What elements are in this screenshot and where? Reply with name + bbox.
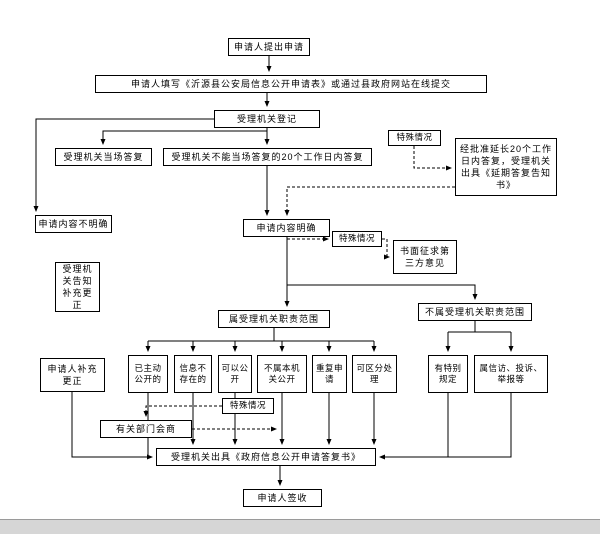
node-not-this-organ: 不属本机关公开	[257, 355, 307, 393]
node-applicant-submit: 申请人提出申请	[228, 38, 310, 56]
node-special-case-bottom: 特殊情况	[222, 398, 274, 414]
node-notify-supplement-correction: 受理机关告知补充更正	[55, 262, 100, 312]
node-fill-application-form: 申请人填写《沂源县公安局信息公开申请表》或通过县政府网站在线提交	[95, 75, 487, 93]
node-petition-complaint: 属信访、投诉、举报等	[474, 355, 548, 393]
node-can-disclose: 可以公开	[218, 355, 252, 393]
node-onspot-reply: 受理机关当场答复	[55, 148, 152, 166]
node-info-not-exist: 信息不存在的	[174, 355, 212, 393]
node-content-unclear: 申请内容不明确	[35, 215, 112, 233]
node-outside-scope: 不属受理机关职责范围	[418, 303, 532, 321]
node-applicant-sign: 申请人签收	[243, 489, 322, 507]
node-authority-register: 受理机关登记	[214, 110, 320, 128]
node-repeat-application: 重复申请	[312, 355, 347, 393]
node-separable-handling: 可区分处理	[352, 355, 397, 393]
node-special-case-mid: 特殊情况	[332, 231, 382, 247]
node-already-public: 已主动公开的	[128, 355, 168, 393]
node-content-clear: 申请内容明确	[243, 219, 330, 237]
node-applicant-supplement-correction: 申请人补充更正	[40, 358, 105, 392]
node-reply-within-20-days: 受理机关不能当场答复的20个工作日内答复	[163, 148, 372, 166]
node-extension-notice: 经批准延长20个工作日内答复，受理机关出具《延期答复告知书》	[455, 138, 557, 196]
node-third-party-opinion: 书面征求第三方意见	[393, 240, 457, 274]
node-reply-document: 受理机关出具《政府信息公开申请答复书》	[156, 448, 376, 466]
node-special-rule: 有特别规定	[428, 355, 468, 393]
node-within-scope: 属受理机关职责范围	[218, 310, 330, 328]
node-special-case-top: 特殊情况	[388, 130, 441, 146]
node-department-consultation: 有关部门会商	[100, 420, 192, 438]
window-bottom-bar	[0, 519, 600, 534]
